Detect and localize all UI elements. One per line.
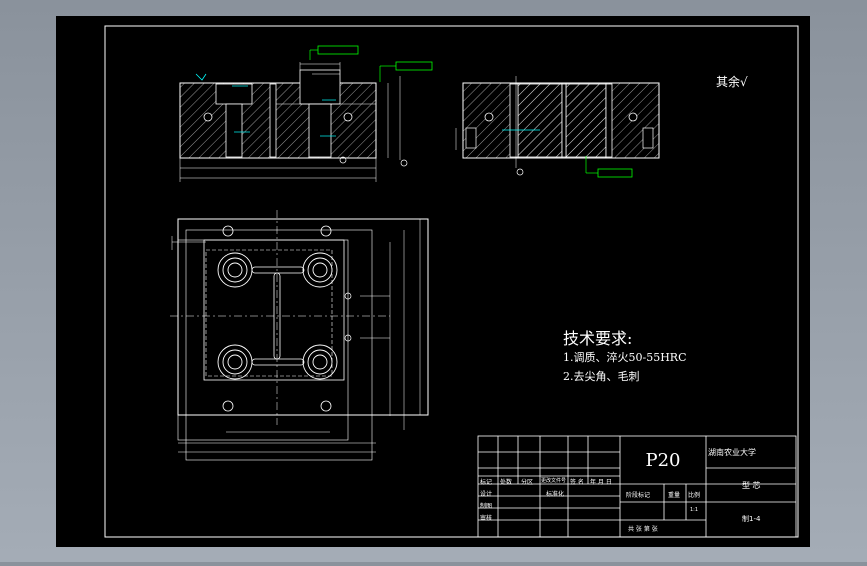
- plan-view: [170, 210, 429, 461]
- surface-roughness-note: 其余√: [716, 75, 748, 89]
- header-zone: 分区: [521, 479, 534, 486]
- header-change-doc: 更改文件号: [541, 478, 567, 484]
- header-mark: 标记: [480, 479, 493, 486]
- drawing-frame: [104, 25, 799, 538]
- material-label: P20: [645, 450, 681, 471]
- requirement-item-2: 2.去尖角、毛刺: [563, 370, 640, 383]
- title-block: [477, 435, 797, 538]
- school-name: 湖南农业大学: [708, 448, 756, 457]
- drawing-number: 制1-4: [742, 515, 761, 523]
- header-date: 年 月 日: [590, 479, 612, 486]
- header-review: 审核: [480, 515, 493, 522]
- scale-value: 1:1: [690, 507, 699, 513]
- front-section-view: [179, 45, 433, 182]
- requirement-item-1: 1.调质、淬火50-55HRC: [563, 351, 687, 364]
- header-sign: 签 名: [570, 479, 584, 486]
- header-stage-mark: 阶段标记: [626, 492, 651, 499]
- header-count: 处数: [500, 479, 513, 486]
- header-weight: 重量: [668, 492, 681, 499]
- header-design: 设计: [480, 491, 493, 498]
- header-standardize: 标准化: [546, 491, 565, 498]
- header-sheet: 共 张 第 张: [628, 526, 658, 533]
- technical-requirements-title: 技术要求:: [563, 329, 633, 348]
- side-section-view: [455, 76, 660, 178]
- part-name: 型 芯: [742, 481, 761, 490]
- header-ratio: 比例: [688, 492, 701, 499]
- header-drafting: 制图: [480, 503, 493, 510]
